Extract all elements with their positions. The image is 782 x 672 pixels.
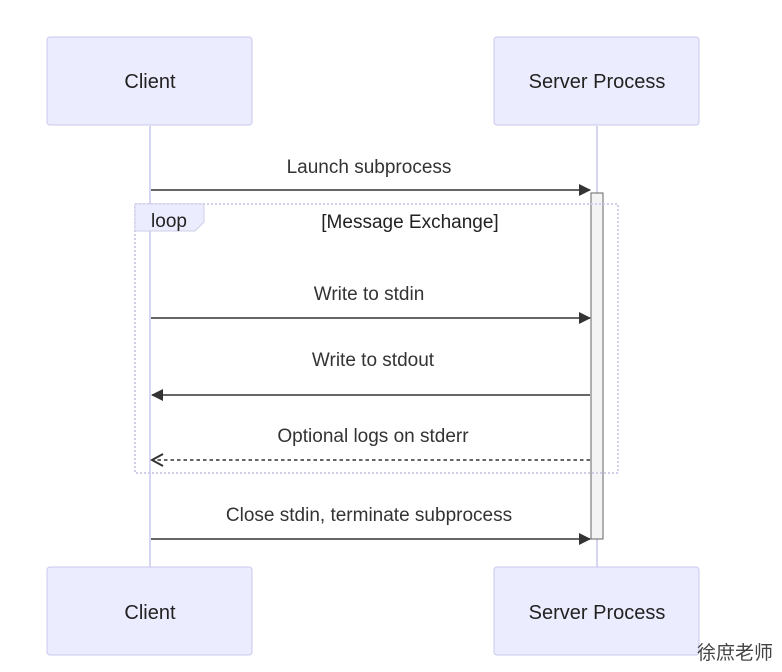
message-logs-stderr: Optional logs on stderr [152,426,590,460]
client-actor-bottom[interactable]: Client [46,566,253,656]
loop-condition: [Message Exchange] [321,212,498,233]
watermark-text: 徐庶老师 [697,642,773,664]
loop-tab [134,203,205,232]
server-activation-bar [590,192,604,540]
message-close: Close stdin, terminate subprocess [151,505,591,545]
message-write-stdout: Write to stdout [151,350,590,401]
loop-keyword: loop [151,211,187,232]
message-write-stdin: Write to stdin [151,284,591,324]
message-write-stdin-label: Write to stdin [314,284,425,305]
server-actor-bottom[interactable]: Server Process [493,566,700,656]
message-close-label: Close stdin, terminate subprocess [226,505,512,526]
server-actor-bottom-label: Server Process [529,602,666,624]
server-actor-top[interactable]: Server Process [493,36,700,126]
message-launch-label: Launch subprocess [287,157,452,178]
client-actor-label: Client [124,71,176,93]
server-actor-label: Server Process [529,71,666,93]
message-launch: Launch subprocess [151,157,591,196]
client-actor-top[interactable]: Client [46,36,253,126]
message-write-stdout-label: Write to stdout [312,350,435,371]
message-logs-stderr-label: Optional logs on stderr [277,426,469,447]
loop-frame: loop [Message Exchange] [134,203,619,474]
client-actor-bottom-label: Client [124,602,176,624]
